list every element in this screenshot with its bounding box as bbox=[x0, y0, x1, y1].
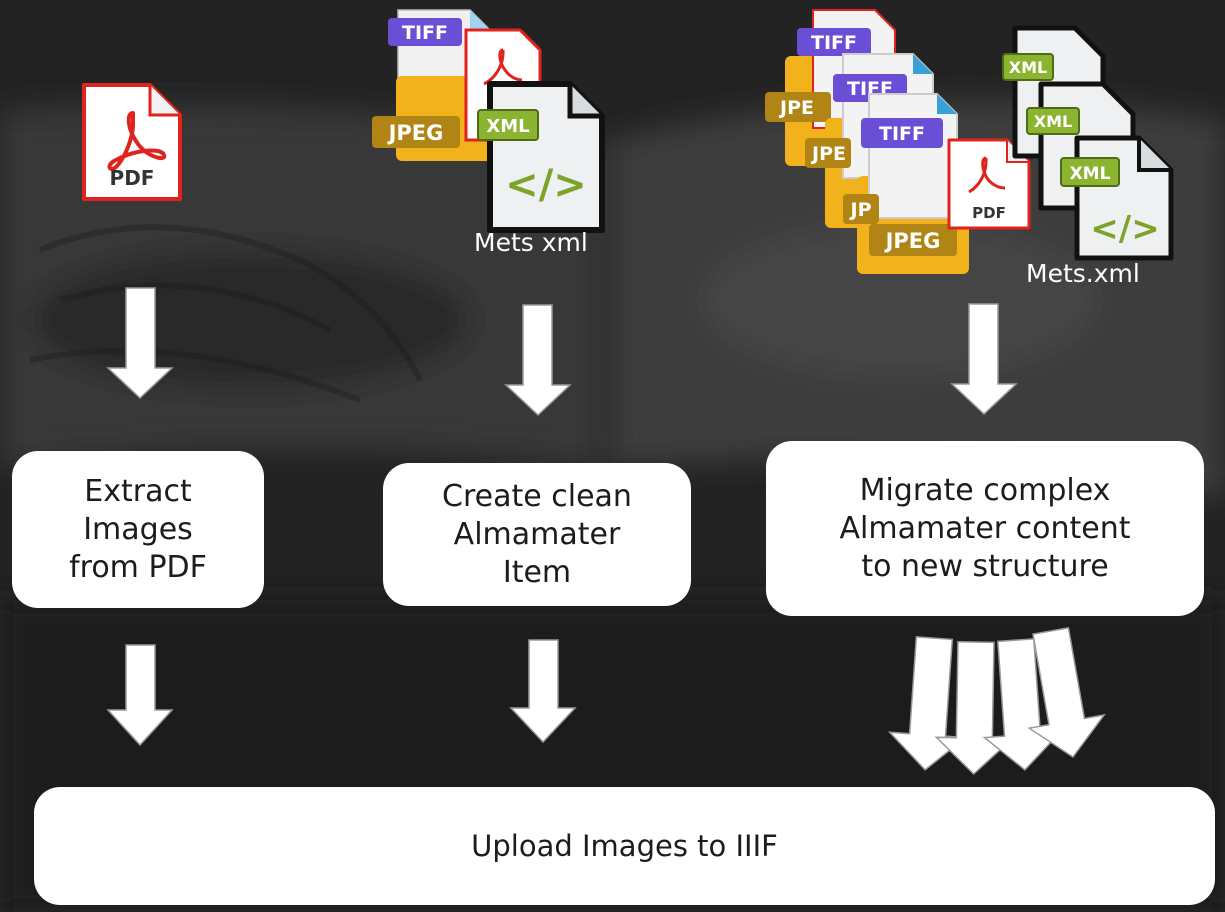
svg-text:JPEG: JPEG bbox=[387, 121, 444, 145]
svg-text:XML: XML bbox=[1009, 58, 1047, 77]
down-arrow bbox=[1027, 626, 1106, 759]
svg-text:</>: </> bbox=[505, 162, 587, 208]
migrate-content-label: Migrate complex Almamater content to new… bbox=[839, 472, 1131, 584]
svg-text:TIFF: TIFF bbox=[811, 32, 857, 54]
xml-file-icon: XML </> bbox=[477, 81, 605, 233]
extract-images-label: Extract Images from PDF bbox=[69, 473, 207, 585]
pdf-file-icon: PDF bbox=[82, 83, 182, 201]
svg-text:TIFF: TIFF bbox=[879, 123, 925, 145]
svg-text:</>: </> bbox=[1090, 209, 1159, 249]
down-arrow bbox=[509, 639, 577, 744]
pdf-label: PDF bbox=[110, 166, 155, 190]
svg-text:PDF: PDF bbox=[972, 204, 1006, 222]
upload-iiif-label: Upload Images to IIIF bbox=[471, 829, 778, 863]
down-arrow bbox=[106, 287, 174, 400]
down-arrow bbox=[106, 644, 174, 747]
svg-text:XML: XML bbox=[1070, 164, 1111, 184]
upload-iiif-step: Upload Images to IIIF bbox=[34, 787, 1215, 905]
mets-xml-caption-multi: Mets.xml bbox=[1026, 259, 1140, 288]
svg-text:XML: XML bbox=[486, 116, 529, 137]
tiff-file-icon: TIFF JP JPEG bbox=[843, 93, 969, 274]
migrate-content-step: Migrate complex Almamater content to new… bbox=[766, 441, 1204, 616]
extract-images-step: Extract Images from PDF bbox=[12, 451, 264, 608]
down-arrow bbox=[504, 304, 572, 417]
mets-xml-caption: Mets xml bbox=[474, 228, 588, 257]
create-item-step: Create clean Almamater Item bbox=[383, 463, 691, 606]
file-cluster-multi: TIFF JPE TIFF JPE TIFF JP JPEG PDF XML bbox=[765, 9, 1174, 274]
svg-text:TIFF: TIFF bbox=[402, 22, 448, 44]
down-arrow bbox=[887, 636, 968, 771]
svg-text:JPEG: JPEG bbox=[884, 229, 941, 253]
file-cluster-single: TIFF JPEG XML </> bbox=[372, 9, 605, 233]
svg-text:JP: JP bbox=[849, 199, 872, 221]
pdf-file-icon: PDF bbox=[947, 138, 1031, 230]
svg-text:JPE: JPE bbox=[810, 143, 846, 165]
xml-file-icon: XML </> bbox=[1060, 135, 1174, 261]
svg-text:JPE: JPE bbox=[778, 97, 814, 119]
create-item-label: Create clean Almamater Item bbox=[442, 478, 632, 590]
down-arrow bbox=[950, 303, 1018, 416]
svg-text:XML: XML bbox=[1034, 112, 1072, 131]
